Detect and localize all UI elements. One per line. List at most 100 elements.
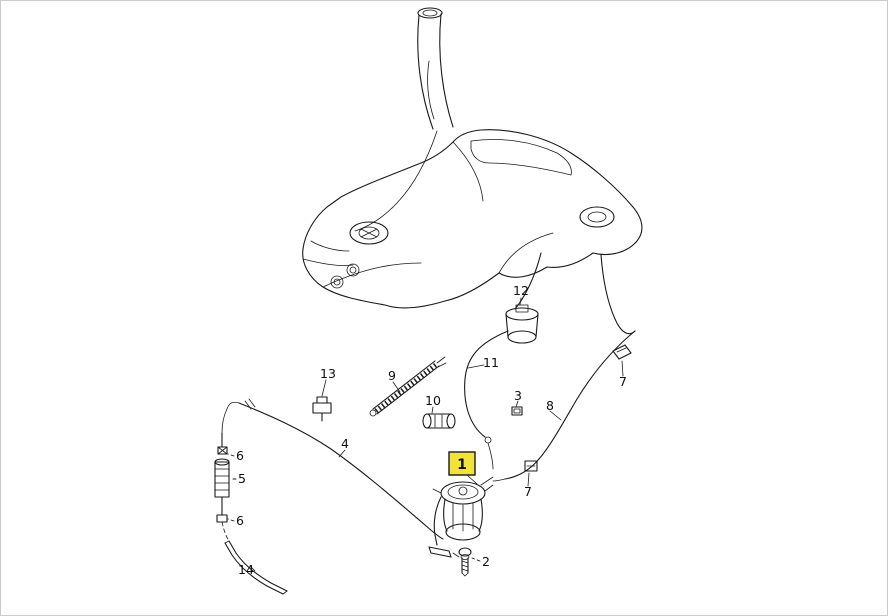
rod-9-edge-1: [372, 360, 436, 410]
callout-7-mid: 7: [524, 484, 532, 499]
filter-foot-to-screw: [452, 552, 460, 558]
nipple-6-top: [217, 446, 228, 455]
pump-flange-right: [579, 206, 615, 228]
clip-13-top: [316, 396, 328, 404]
mount-hole-1-inner: [333, 278, 341, 286]
sleeve-ribs: [434, 414, 443, 428]
part-5-6-valve-stack: [214, 408, 230, 542]
tank-line-to-canister: [514, 252, 542, 310]
part-10-sleeve: [422, 413, 456, 429]
tank-contour-4: [310, 240, 350, 252]
nipple-6-top-cross: [217, 446, 228, 455]
leader-3: [515, 400, 519, 408]
hose-4-path: [238, 402, 444, 540]
canister-bottom: [507, 330, 537, 344]
pump-flange-left-spokes: [360, 228, 378, 238]
leader-13: [321, 379, 327, 397]
mount-hole-2-inner: [349, 266, 357, 274]
filler-pipe-detail: [427, 60, 435, 120]
callout-8: 8: [546, 398, 554, 413]
leader-11: [467, 364, 485, 369]
filter-to-hose8: [492, 478, 506, 482]
leader-1: [466, 474, 478, 485]
leader-7-mid: [527, 472, 530, 487]
tank-contour-2: [498, 232, 554, 274]
hose-4-fitting-ticks: [244, 398, 256, 410]
callout-6-top: 6: [236, 448, 244, 463]
rod-9-hatch: [374, 362, 439, 413]
mount-hole-2: [346, 263, 360, 277]
callout-13: 13: [320, 366, 336, 381]
filter-flange-inner: [447, 484, 479, 500]
callout-9: 9: [388, 368, 396, 383]
part-11-hose: [464, 330, 509, 470]
part-12-canister: [505, 304, 539, 344]
tank-fuel-line: [354, 130, 438, 232]
filter-tabs: [432, 476, 494, 494]
callout-3: 3: [514, 388, 522, 403]
callout-6-bottom: 6: [236, 513, 244, 528]
filter-bracket: [433, 496, 442, 546]
leader-12: [519, 297, 522, 306]
hose-11-fitting: [484, 436, 492, 444]
callout-7-upper: 7: [619, 374, 627, 389]
callout-4: 4: [341, 436, 349, 451]
leader-6-top: [227, 453, 235, 457]
pump-flange-right-inner: [587, 211, 607, 223]
leader-6-bottom: [227, 518, 235, 522]
mount-hole-1: [330, 275, 344, 289]
filler-cap: [417, 7, 443, 19]
callout-1-highlight-box[interactable]: [448, 451, 476, 476]
tank-contour-5: [302, 258, 354, 266]
stack-to-pipe14: [221, 521, 230, 542]
callout-2: 2: [482, 554, 490, 569]
part-13-clip: [312, 396, 332, 422]
screw-shaft: [461, 557, 469, 574]
part-9-rod: [369, 356, 447, 417]
screw-head: [458, 547, 472, 557]
leader-4: [338, 449, 346, 458]
part-3-grommet: [511, 406, 523, 416]
callout-12: 12: [513, 283, 529, 298]
clip-7-mid: [524, 460, 538, 472]
fuel-tank-assembly: [302, 7, 643, 335]
leader-2: [471, 557, 481, 562]
callout-14: 14: [238, 562, 254, 577]
nut-6-bottom: [216, 514, 228, 523]
valve-5-ribs: [214, 468, 230, 491]
pipe-14-edge-1: [228, 540, 288, 592]
canister-top: [505, 307, 539, 321]
sleeve-left-end: [422, 413, 432, 429]
grommet-inner: [513, 408, 521, 414]
filter-bracket-foot: [428, 546, 452, 558]
sleeve-body: [426, 413, 452, 429]
leader-9: [392, 381, 401, 393]
tank-contour-1: [322, 262, 422, 288]
screw-collar: [460, 554, 470, 560]
pump-flange-left-inner: [358, 226, 380, 240]
filler-pipe-left: [417, 14, 434, 130]
filter-body-left: [443, 498, 448, 532]
valve-5-body: [214, 461, 230, 498]
highlighted-callout-1[interactable]: 1: [448, 451, 476, 476]
filler-pipe-right: [439, 13, 454, 128]
part-8-hose: [504, 330, 636, 480]
stack-upper-line: [221, 408, 228, 434]
pipe-14-edge-2: [224, 542, 284, 595]
callout-1[interactable]: 1: [457, 457, 467, 473]
screw-threads: [461, 560, 469, 572]
rod-9-hook: [369, 409, 377, 417]
hose-4-left-elbow: [226, 401, 240, 410]
hose-11-to-filter: [487, 442, 494, 470]
rod-9-fork: [436, 356, 447, 368]
part-14-pipe: [224, 540, 288, 595]
tank-contour-3: [452, 141, 484, 202]
leader-14: [249, 565, 256, 572]
rod-9-edge-2: [376, 365, 440, 415]
pump-flange-left: [349, 221, 389, 245]
hose-11-path: [464, 330, 509, 438]
callout-11: 11: [483, 355, 499, 370]
leader-8: [549, 410, 562, 421]
callout-labels: 12 13 9 10 11 3 8 7 7 6 5 6 4 2 14: [236, 283, 627, 577]
